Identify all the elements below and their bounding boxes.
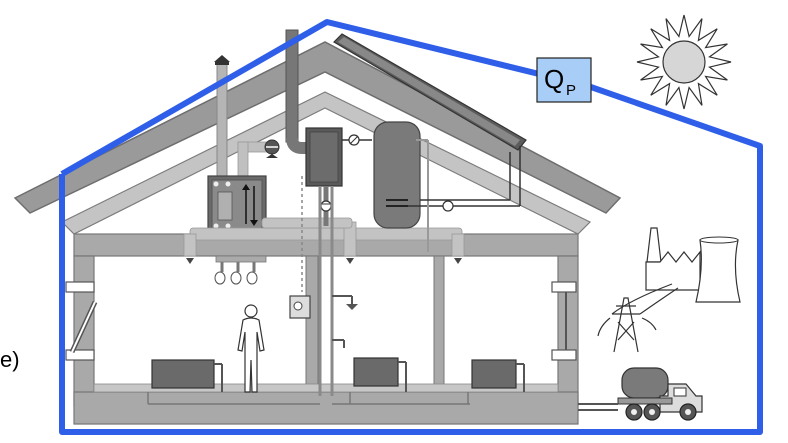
power-pylon-icon (597, 283, 679, 353)
tanker-truck-icon (578, 367, 703, 421)
ceiling-lamp-icon (214, 255, 267, 285)
power-plant-icon (645, 227, 741, 303)
ceiling-diffuser-icon (186, 258, 462, 264)
radiator-icon (332, 357, 470, 405)
radiator-icon (467, 359, 525, 404)
heat-flow-label: Q P (536, 57, 592, 103)
panel-label: e) (0, 347, 20, 372)
boiler-icon (301, 127, 372, 396)
sun-icon (636, 14, 732, 110)
shower-icon (332, 295, 358, 310)
person-icon (237, 304, 265, 393)
chimney-icon (285, 29, 312, 154)
heat-flow-subscript: P (566, 82, 576, 99)
radiator-icon (147, 359, 320, 405)
window-icon (65, 281, 98, 361)
heat-recovery-ventilation-icon (207, 139, 280, 235)
tap-icon (332, 339, 345, 348)
thermostat-icon (289, 295, 311, 319)
window-icon (551, 281, 577, 361)
thermal-boundary (59, 19, 763, 435)
floor-slab (73, 391, 579, 425)
solar-collector-icon (333, 33, 527, 206)
storage-tank-icon (373, 121, 520, 252)
heat-flow-symbol: Q (544, 64, 564, 94)
ventilation-duct (183, 217, 465, 257)
